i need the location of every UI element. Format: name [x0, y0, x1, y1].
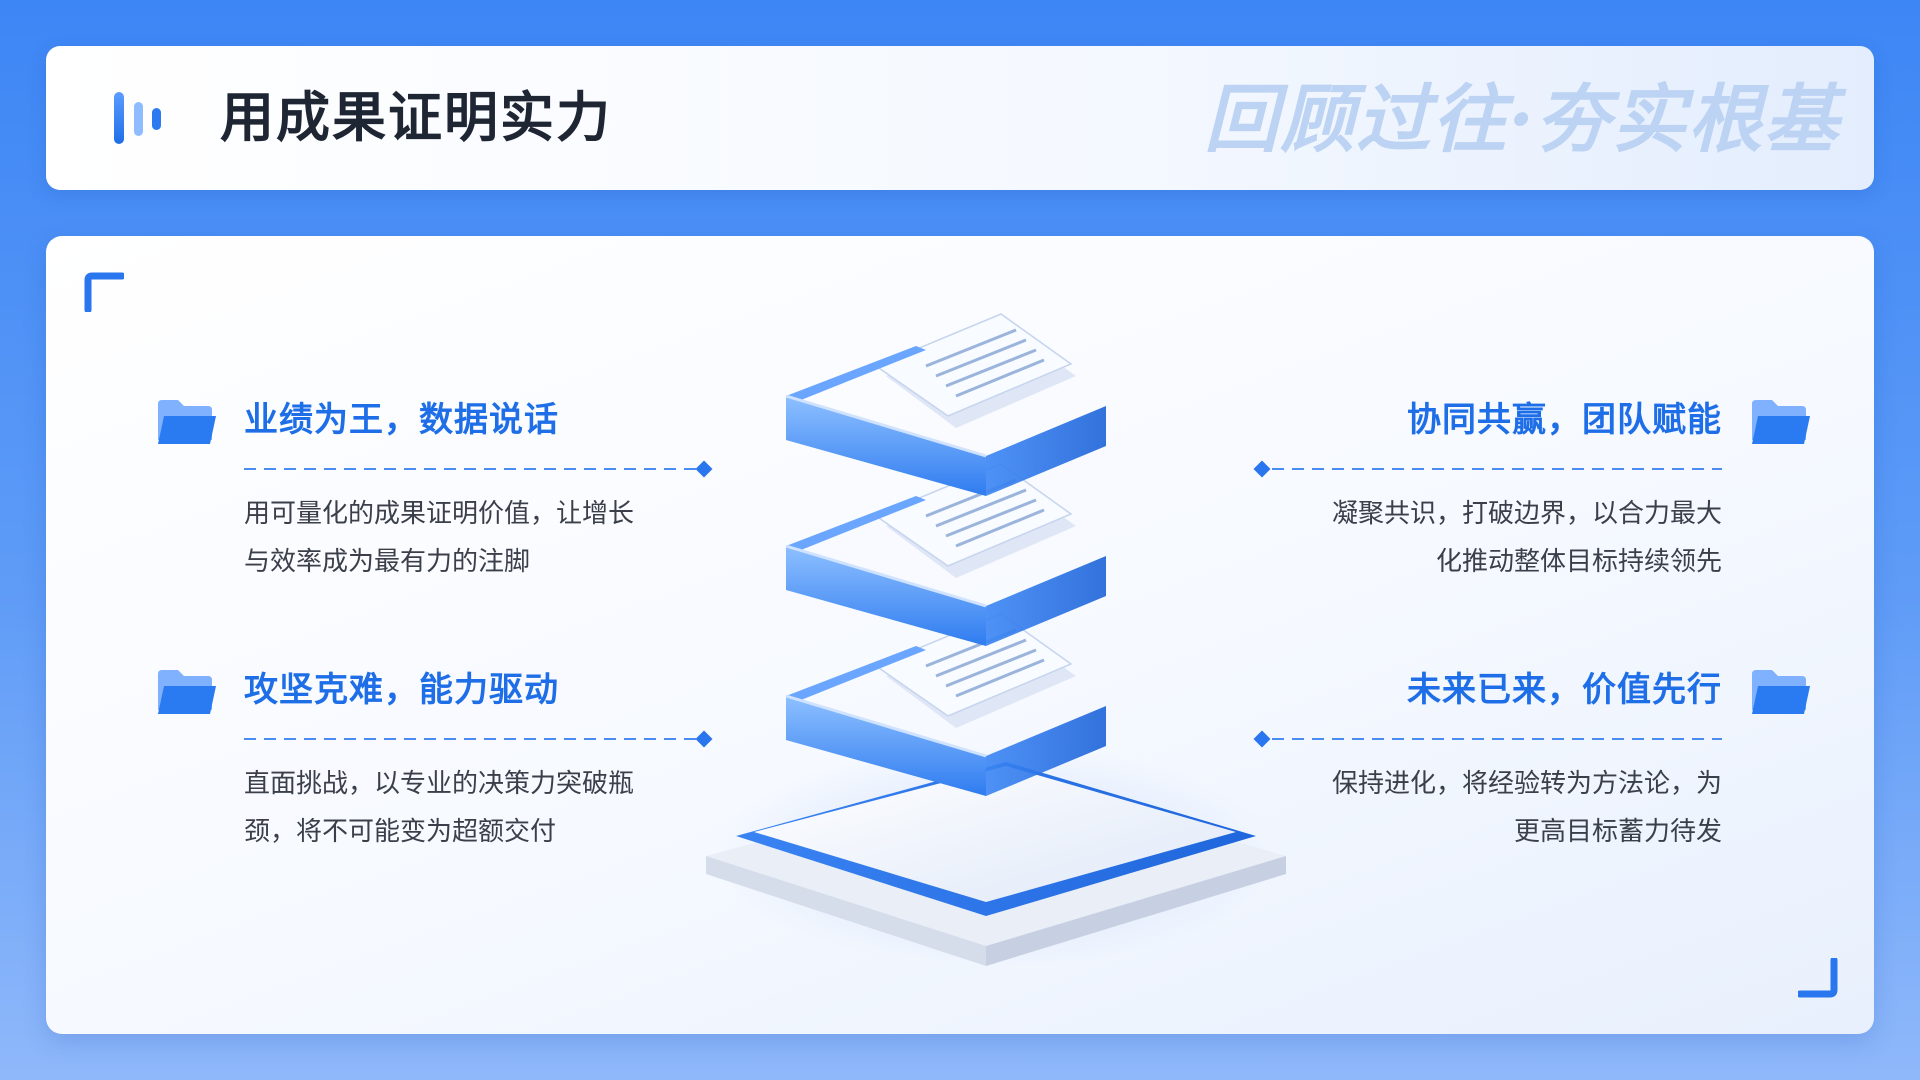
folder-icon — [1752, 400, 1810, 444]
dashed-divider — [244, 460, 713, 478]
description-line: 与效率成为最有力的注脚 — [244, 547, 531, 577]
section-description: 直面挑战，以专业的决策力突破瓶 颈，将不可能变为超额交付 — [244, 760, 674, 856]
section-description: 凝聚共识，打破边界，以合力最大 化推动整体目标持续领先 — [1292, 490, 1722, 586]
section-description: 用可量化的成果证明价值，让增长 与效率成为最有力的注脚 — [244, 490, 674, 586]
content-panel: 业绩为王，数据说话 用可量化的成果证明价值，让增长 与效率成为最有力的注脚 攻坚… — [46, 236, 1874, 1034]
description-line: 化推动整体目标持续领先 — [1435, 547, 1722, 577]
section-heading: 攻坚克难，能力驱动 — [244, 670, 559, 710]
description-line: 用可量化的成果证明价值，让增长 — [244, 499, 635, 529]
title-watermark: 回顾过往·夯实根基 — [1204, 77, 1840, 163]
dashed-divider — [1253, 730, 1722, 748]
title-bar: 用成果证明实力 回顾过往·夯实根基 — [46, 46, 1874, 190]
description-line: 更高目标蓄力待发 — [1513, 817, 1722, 847]
description-line: 保持进化，将经验转为方法论，为 — [1331, 769, 1722, 799]
folder-icon — [158, 400, 216, 444]
corner-bracket-icon — [84, 272, 124, 312]
description-line: 颈，将不可能变为超额交付 — [244, 817, 557, 847]
section-heading: 协同共赢，团队赋能 — [1407, 400, 1722, 440]
folder-icon — [1752, 670, 1810, 714]
description-line: 直面挑战，以专业的决策力突破瓶 — [244, 769, 635, 799]
description-line: 凝聚共识，打破边界，以合力最大 — [1331, 499, 1722, 529]
folder-icon — [158, 670, 216, 714]
document-tray-stack-icon — [706, 312, 1286, 966]
section-description: 保持进化，将经验转为方法论，为 更高目标蓄力待发 — [1292, 760, 1722, 856]
signal-bars-icon — [114, 92, 161, 144]
dashed-divider — [1253, 460, 1722, 478]
corner-bracket-icon — [1798, 958, 1838, 998]
dashed-divider — [244, 730, 713, 748]
section-heading: 业绩为王，数据说话 — [244, 400, 559, 440]
section-heading: 未来已来，价值先行 — [1407, 670, 1722, 710]
page-title: 用成果证明实力 — [220, 86, 612, 149]
